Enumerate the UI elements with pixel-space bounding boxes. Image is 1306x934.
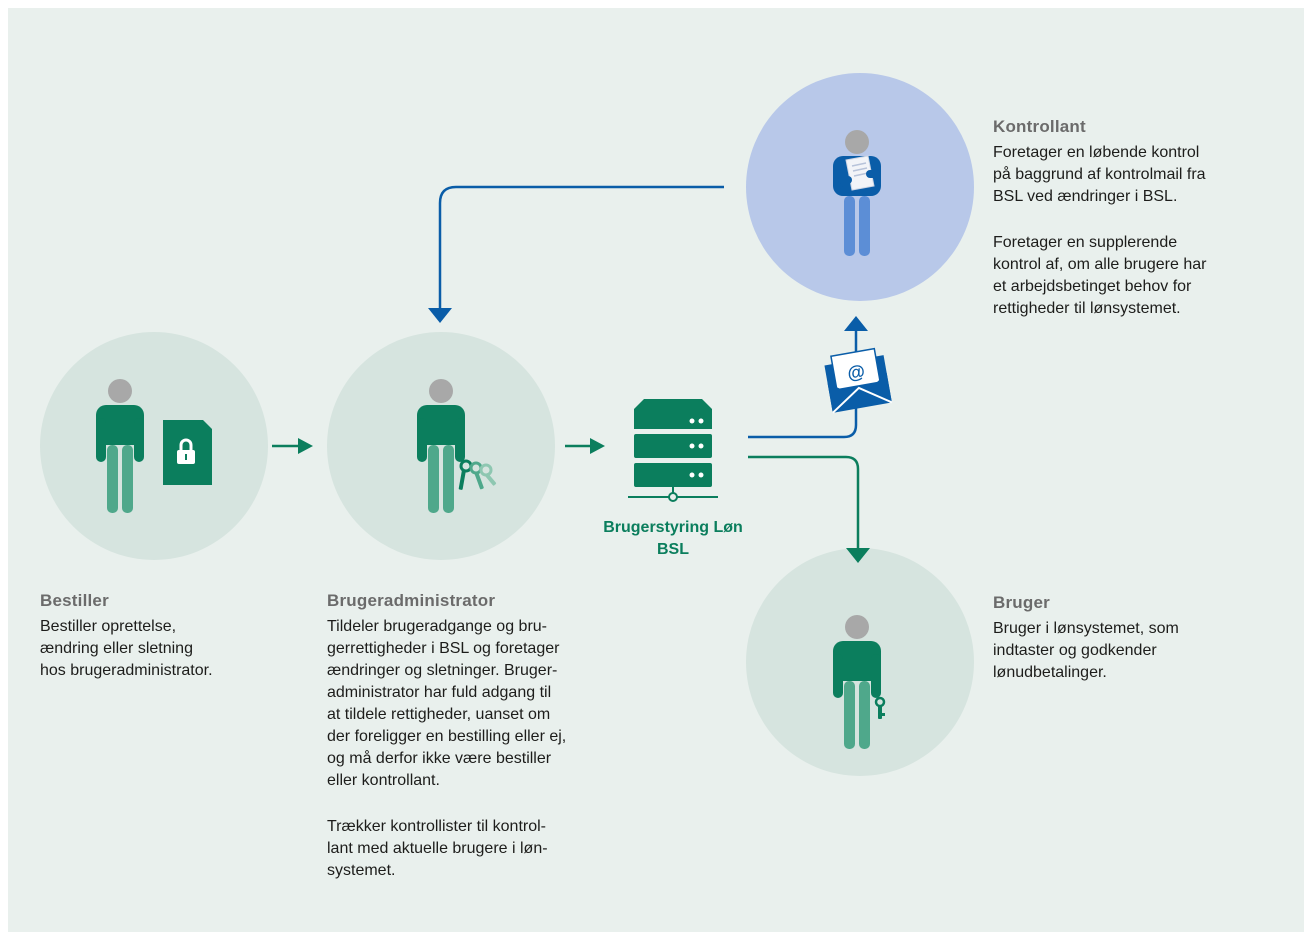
server-icon [628, 399, 718, 502]
arrow-server-to-bruger [748, 455, 870, 563]
brugeradministrator-description-2: Trækker kontrollister til kontrol- lant … [327, 818, 548, 879]
svg-text:@: @ [846, 361, 867, 384]
brugeradministrator-circle [327, 332, 555, 560]
kontrollant-description-2: Foretager en supplerende kontrol af, om … [993, 234, 1207, 317]
brugeradministrator-text-block: Brugeradministrator Tildeler brugeradgan… [327, 590, 627, 882]
bestiller-text-block: Bestiller Bestiller oprettelse, ændring … [40, 590, 280, 682]
bestiller-description: Bestiller oprettelse, ændring eller slet… [40, 618, 213, 679]
bruger-description: Bruger i lønsystemet, som indtaster og g… [993, 620, 1179, 681]
kontrollant-description: Foretager en løbende kontrol på baggrund… [993, 144, 1206, 205]
arrow-bestiller-to-admin [272, 438, 313, 454]
brugeradministrator-title: Brugeradministrator [327, 591, 496, 610]
lock-document-icon [163, 420, 212, 485]
arrow-kontrollant-to-admin [428, 185, 724, 323]
brugeradministrator-person-icon [417, 379, 465, 513]
brugeradministrator-description: Tildeler brugeradgange og bru- gerrettig… [327, 618, 567, 789]
key-icon [874, 696, 886, 719]
kontrollant-title: Kontrollant [993, 117, 1086, 136]
keys-icon [458, 459, 497, 490]
arrow-admin-to-server [565, 438, 605, 454]
bruger-person-icon [833, 615, 881, 749]
server-label: Brugerstyring Løn BSL [603, 519, 743, 558]
kontrollant-text-block: Kontrollant Foretager en løbende kontrol… [993, 116, 1273, 320]
bruger-title: Bruger [993, 593, 1050, 612]
bestiller-circle [40, 332, 268, 560]
bestiller-person-icon [96, 379, 144, 513]
email-icon: @ [824, 347, 893, 414]
bestiller-title: Bestiller [40, 591, 109, 610]
bruger-text-block: Bruger Bruger i lønsystemet, som indtast… [993, 592, 1253, 684]
arrow-server-to-kontrollant [748, 316, 868, 439]
document-icon [838, 155, 880, 191]
